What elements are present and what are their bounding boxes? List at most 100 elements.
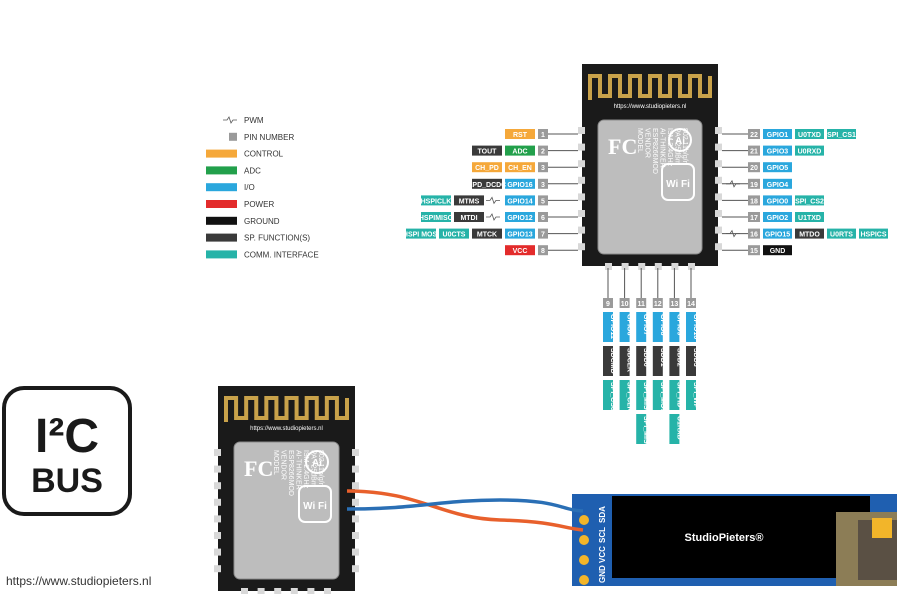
svg-text:17: 17 bbox=[750, 215, 758, 222]
svg-text:MODEL: MODEL bbox=[636, 128, 643, 153]
svg-text:U0CTS: U0CTS bbox=[443, 232, 466, 239]
bottom-pin-labels: 9GPIO11SDCMDSPI_CS010GPIO6SDCLKSPI_CLK11… bbox=[603, 268, 699, 450]
left-pad bbox=[214, 449, 221, 456]
svg-text:12: 12 bbox=[654, 301, 662, 308]
pin-label-spi_clk: SPI_CLK bbox=[619, 380, 633, 412]
pin-label-gpio9: GPIO9 bbox=[669, 312, 682, 342]
pin-number-right bbox=[748, 195, 760, 206]
pwm-icon bbox=[486, 196, 500, 205]
svg-text:ISM 2.4GHz: ISM 2.4GHz bbox=[666, 128, 673, 167]
wifi-logo bbox=[298, 485, 332, 523]
oled-pin-label-scl: SCL bbox=[598, 527, 607, 543]
right-pad bbox=[715, 226, 722, 234]
ai-logo bbox=[668, 128, 692, 152]
pin-label-u1rxd: U1RXD bbox=[669, 414, 682, 444]
pin-label-hspimiso: HSPIMISO bbox=[419, 212, 454, 222]
left-pad bbox=[578, 143, 585, 151]
svg-text:GPIO13: GPIO13 bbox=[507, 232, 532, 239]
svg-text:SDD2: SDD2 bbox=[675, 348, 682, 367]
svg-text:802.11b/g/n: 802.11b/g/n bbox=[317, 450, 324, 487]
adc-swatch bbox=[206, 166, 237, 175]
bottom-pad bbox=[605, 263, 612, 270]
svg-text:GPIO6: GPIO6 bbox=[626, 314, 633, 336]
pin-label-hspi mosi: HSPI MOSI bbox=[403, 228, 439, 239]
svg-text:U1RXD: U1RXD bbox=[675, 416, 682, 440]
svg-text:9: 9 bbox=[606, 301, 610, 308]
svg-text:GPIO7: GPIO7 bbox=[642, 314, 649, 336]
oled-pin-label-sda: SDA bbox=[598, 506, 607, 523]
left-pad bbox=[214, 565, 221, 573]
pin-number-right bbox=[748, 129, 760, 139]
svg-text:10: 10 bbox=[621, 301, 629, 308]
svg-text:SDD1: SDD1 bbox=[659, 348, 666, 367]
rf-shield bbox=[233, 441, 340, 580]
pin-number-bottom bbox=[652, 298, 663, 308]
svg-text:SPI_MOSI: SPI_MOSI bbox=[659, 382, 666, 415]
right-pad bbox=[352, 565, 359, 573]
pin-label-mtck: MTCK bbox=[472, 228, 502, 239]
oled-pin-label-vcc: VCC bbox=[598, 546, 607, 563]
pin-label-gpio16: GPIO16 bbox=[505, 178, 535, 189]
legend-item-adc: ADC bbox=[206, 166, 261, 175]
svg-text:SDD3: SDD3 bbox=[692, 348, 699, 367]
left-pad bbox=[578, 176, 585, 184]
svg-text:U0RTS: U0RTS bbox=[830, 232, 853, 239]
bottom-pad bbox=[638, 263, 646, 270]
pin-label-rst: RST bbox=[505, 129, 535, 139]
legend-item-sp_function: SP. FUNCTION(S) bbox=[206, 233, 310, 243]
oled-pin-pad bbox=[579, 535, 589, 545]
svg-text:16: 16 bbox=[750, 232, 758, 239]
svg-text:11: 11 bbox=[637, 301, 645, 308]
legend-label: POWER bbox=[244, 200, 274, 209]
bottom-pad bbox=[307, 588, 315, 594]
left-pad bbox=[214, 482, 221, 490]
left-pad bbox=[214, 532, 221, 539]
pin-label-u1txd: U1TXD bbox=[795, 212, 824, 222]
pin-label-gpio4: GPIO4 bbox=[763, 178, 792, 189]
oled-pin-pad bbox=[579, 515, 589, 525]
rf-shield bbox=[597, 119, 703, 255]
svg-text:MTCK: MTCK bbox=[477, 232, 497, 239]
svg-text:1: 1 bbox=[541, 132, 545, 139]
svg-text:2: 2 bbox=[541, 149, 545, 156]
pin-number-left bbox=[538, 145, 548, 156]
pin-number-right bbox=[748, 145, 760, 156]
svg-text:SPI_CS0: SPI_CS0 bbox=[609, 382, 616, 411]
legend-label: PWM bbox=[244, 116, 264, 125]
pin-label-spi_wp: SPI_WP bbox=[686, 380, 699, 410]
pin-label-gpio15: GPIO15 bbox=[763, 228, 792, 239]
pin-label-spi_cs1: SPI_CS1 bbox=[827, 129, 856, 139]
pin-label-u0cts: U0CTS bbox=[439, 228, 469, 239]
left-pad bbox=[214, 498, 221, 506]
svg-text:SPI_WP: SPI_WP bbox=[692, 382, 699, 409]
svg-text:VENDOR: VENDOR bbox=[644, 128, 651, 158]
pin-label-gpio14: GPIO14 bbox=[505, 195, 535, 206]
svg-text:MTMS: MTMS bbox=[459, 198, 480, 205]
left-pad bbox=[578, 210, 585, 217]
bottom-pad bbox=[621, 263, 629, 270]
svg-text:HSPICS: HSPICS bbox=[860, 232, 886, 239]
right-pad bbox=[352, 532, 359, 539]
left-pad bbox=[214, 515, 221, 523]
svg-text:HSPIMISO: HSPIMISO bbox=[419, 215, 454, 222]
oled-brand: StudioPieters® bbox=[684, 532, 763, 544]
svg-text:8: 8 bbox=[541, 248, 545, 255]
pin-label-tout: TOUT bbox=[472, 145, 502, 156]
pin-label-gpio5: GPIO5 bbox=[763, 162, 792, 173]
svg-text:RST: RST bbox=[513, 132, 528, 139]
pin-label-gpio12: GPIO12 bbox=[505, 212, 535, 222]
bottom-pad bbox=[241, 588, 248, 594]
pin-label-hspics: HSPICS bbox=[859, 228, 888, 239]
antenna-trace bbox=[224, 396, 349, 422]
left-pad bbox=[578, 127, 585, 134]
svg-text:SDCLK: SDCLK bbox=[626, 348, 633, 372]
svg-text:GPIO4: GPIO4 bbox=[767, 182, 789, 189]
pin-label-sdd2: SDD2 bbox=[669, 346, 682, 376]
svg-text:AI-THINKER: AI-THINKER bbox=[295, 450, 302, 490]
pin-number-right bbox=[748, 212, 760, 222]
pin-number-left bbox=[538, 212, 548, 222]
legend-item-comm_interface: COMM. INTERFACE bbox=[206, 250, 319, 259]
legend-item-io: I/O bbox=[206, 183, 255, 192]
i2c-wires bbox=[346, 489, 584, 532]
svg-text:GPIO14: GPIO14 bbox=[507, 198, 532, 205]
